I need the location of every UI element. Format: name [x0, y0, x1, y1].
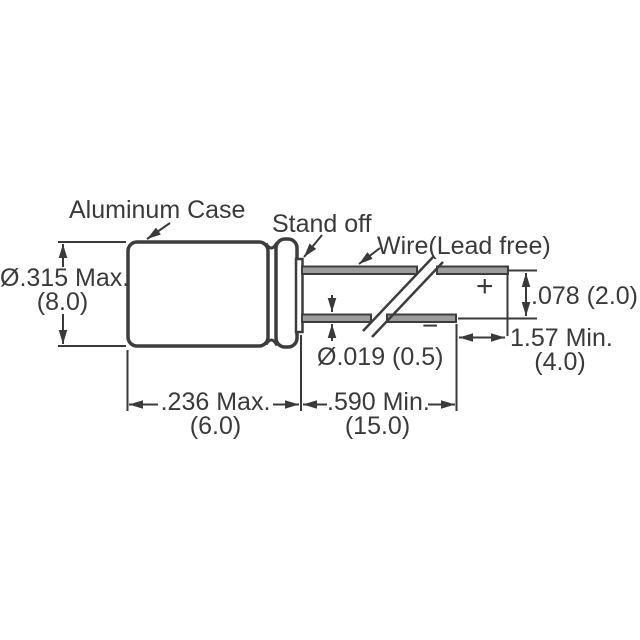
case-diameter-inch: Ø.315 Max.	[0, 264, 130, 292]
wire-label: Wire(Lead free)	[377, 232, 551, 260]
aluminum-case-label: Aluminum Case	[69, 196, 246, 224]
lead-trim-dimension	[459, 275, 509, 342]
case-length-mm: (6.0)	[189, 411, 242, 440]
standoff-plate	[294, 257, 304, 334]
wire-leader-arrow	[358, 247, 381, 265]
bottom-lead-wire	[386, 313, 457, 323]
lead-trim-mm: (4.0)	[534, 347, 586, 376]
negative-lead-sign: −	[422, 310, 439, 341]
case-length-inch: .236 Max.	[160, 388, 271, 416]
stand-off-label: Stand off	[272, 210, 372, 238]
wire-break-marks	[362, 255, 444, 338]
stand-off-leader-arrow	[303, 234, 323, 258]
positive-lead-sign: +	[476, 270, 494, 303]
lead-wires	[301, 265, 509, 323]
lead-spacing-dimension	[458, 269, 537, 320]
top-lead-wire	[301, 265, 418, 275]
capacitor-body	[126, 240, 270, 348]
lead-length-text: .590 Min. (15.0)	[327, 388, 430, 440]
lead-trim-text: 1.57 Min. (4.0)	[510, 324, 613, 376]
case-diameter-mm: (8.0)	[36, 287, 89, 316]
crimp-groove-bottom	[264, 338, 279, 347]
top-lead-wire	[436, 265, 509, 275]
bottom-lead-wire	[301, 313, 372, 323]
aluminum-case-leader-arrow	[146, 222, 171, 240]
crimp-groove-top	[264, 241, 279, 250]
lead-length-inch: .590 Min.	[327, 388, 430, 416]
lead-spacing-text: .078 (2.0)	[531, 282, 639, 310]
seal-end	[274, 237, 299, 349]
wire-diameter-text: Ø.019 (0.5)	[317, 343, 444, 371]
capacitor-outline	[126, 237, 304, 349]
case-length-text: .236 Max. (6.0)	[158, 388, 273, 440]
lead-trim-inch: 1.57 Min.	[510, 324, 613, 352]
case-diameter-text: Ø.315 Max. (8.0)	[0, 264, 130, 316]
leader-arrows	[146, 222, 381, 265]
lead-length-mm: (15.0)	[344, 411, 411, 440]
